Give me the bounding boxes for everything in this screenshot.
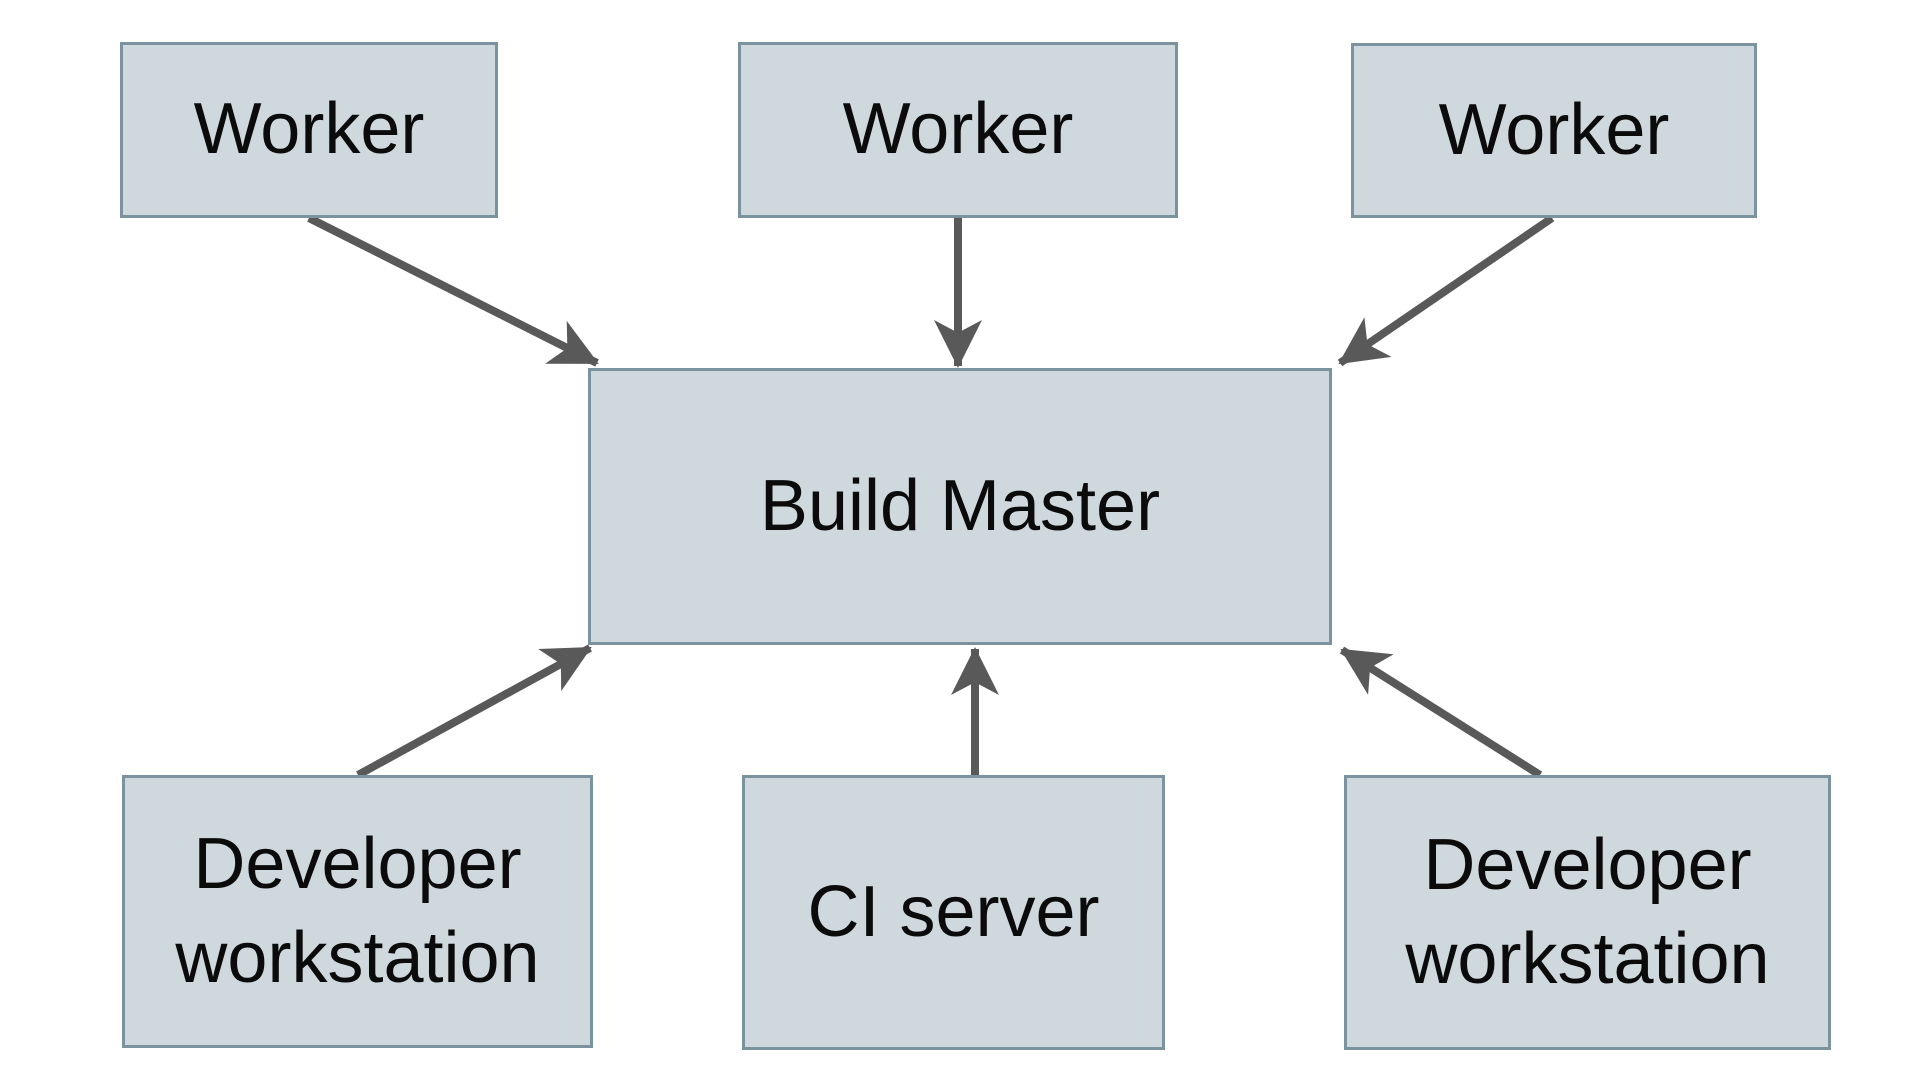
node-developer-workstation-right: Developer workstation bbox=[1344, 775, 1831, 1050]
node-label: Worker bbox=[842, 89, 1074, 170]
node-developer-workstation-left: Developer workstation bbox=[122, 775, 593, 1048]
node-worker-3: Worker bbox=[1351, 43, 1757, 218]
node-label: Worker bbox=[1438, 89, 1670, 170]
node-ci-server: CI server bbox=[742, 775, 1165, 1050]
node-label: Build Master bbox=[759, 465, 1161, 546]
arrow-worker3-to-buildmaster bbox=[1337, 214, 1555, 367]
node-label: Developer workstation bbox=[175, 823, 540, 998]
node-worker-2: Worker bbox=[738, 42, 1178, 218]
node-label: CI server bbox=[807, 871, 1100, 952]
node-label: Developer workstation bbox=[1405, 824, 1770, 999]
node-worker-1: Worker bbox=[120, 42, 498, 218]
node-label: Worker bbox=[193, 89, 425, 170]
arrow-devworkstation-left-to-buildmaster bbox=[356, 644, 592, 779]
arrow-devworkstation-right-to-buildmaster bbox=[1339, 646, 1543, 779]
node-build-master: Build Master bbox=[588, 368, 1332, 645]
arrow-worker1-to-buildmaster bbox=[307, 214, 599, 367]
